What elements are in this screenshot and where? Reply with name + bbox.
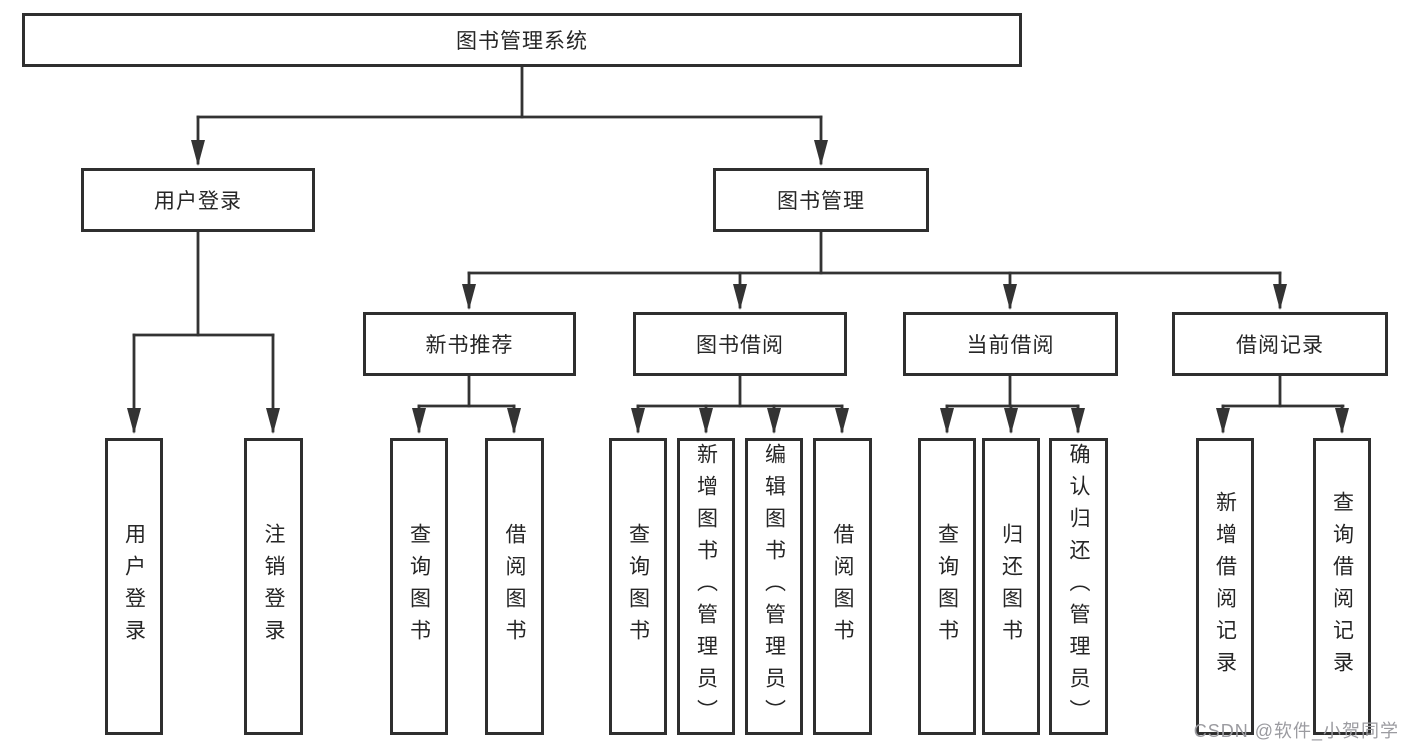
node-leaf-cb-return: 归还图书	[982, 438, 1040, 735]
node-leaf-rec-query: 查询图书	[390, 438, 448, 735]
node-new-book-rec: 新书推荐	[363, 312, 576, 376]
node-user-login: 用户登录	[81, 168, 315, 232]
node-leaf-br-add: 新增借阅记录	[1196, 438, 1254, 735]
node-leaf-br-add-label: 新增借阅记录	[1213, 490, 1237, 683]
node-leaf-cb-confirm-label: 确认归还（管理员）	[1067, 442, 1090, 731]
node-book-mgmt: 图书管理	[713, 168, 929, 232]
node-new-book-rec-label: 新书推荐	[425, 334, 514, 357]
node-book-mgmt-label: 图书管理	[777, 190, 865, 213]
node-leaf-bb-borrow: 借阅图书	[813, 438, 872, 735]
node-leaf-user-login-label: 用户登录	[122, 522, 146, 651]
node-leaf-user-login: 用户登录	[105, 438, 163, 735]
node-book-borrow: 图书借阅	[633, 312, 847, 376]
node-leaf-rec-borrow-label: 借阅图书	[503, 522, 526, 651]
node-leaf-cb-return-label: 归还图书	[999, 522, 1023, 651]
csdn-watermark: CSDN @软件_小贺同学	[1193, 721, 1399, 741]
node-leaf-br-query: 查询借阅记录	[1313, 438, 1371, 735]
node-book-borrow-label: 图书借阅	[696, 334, 784, 357]
node-leaf-bb-borrow-label: 借阅图书	[831, 522, 854, 651]
node-user-login-label: 用户登录	[154, 190, 242, 213]
node-leaf-bb-edit-label: 编辑图书（管理员）	[762, 442, 786, 731]
node-leaf-cb-query-label: 查询图书	[935, 522, 959, 651]
node-borrow-records-label: 借阅记录	[1236, 334, 1324, 357]
node-leaf-rec-query-label: 查询图书	[407, 522, 431, 651]
node-leaf-logout-label: 注销登录	[262, 522, 285, 651]
node-leaf-logout: 注销登录	[244, 438, 303, 735]
node-leaf-bb-query-label: 查询图书	[626, 522, 650, 651]
node-leaf-bb-edit: 编辑图书（管理员）	[745, 438, 803, 735]
node-leaf-bb-add-label: 新增图书（管理员）	[694, 442, 718, 731]
node-leaf-br-query-label: 查询借阅记录	[1330, 490, 1354, 683]
node-root: 图书管理系统	[22, 13, 1022, 67]
node-leaf-bb-query: 查询图书	[609, 438, 667, 735]
node-current-borrow: 当前借阅	[903, 312, 1118, 376]
node-borrow-records: 借阅记录	[1172, 312, 1388, 376]
node-leaf-rec-borrow: 借阅图书	[485, 438, 544, 735]
node-leaf-cb-confirm: 确认归还（管理员）	[1049, 438, 1108, 735]
node-leaf-cb-query: 查询图书	[918, 438, 976, 735]
node-current-borrow-label: 当前借阅	[966, 334, 1055, 357]
node-leaf-bb-add: 新增图书（管理员）	[677, 438, 735, 735]
node-root-label: 图书管理系统	[456, 30, 588, 53]
